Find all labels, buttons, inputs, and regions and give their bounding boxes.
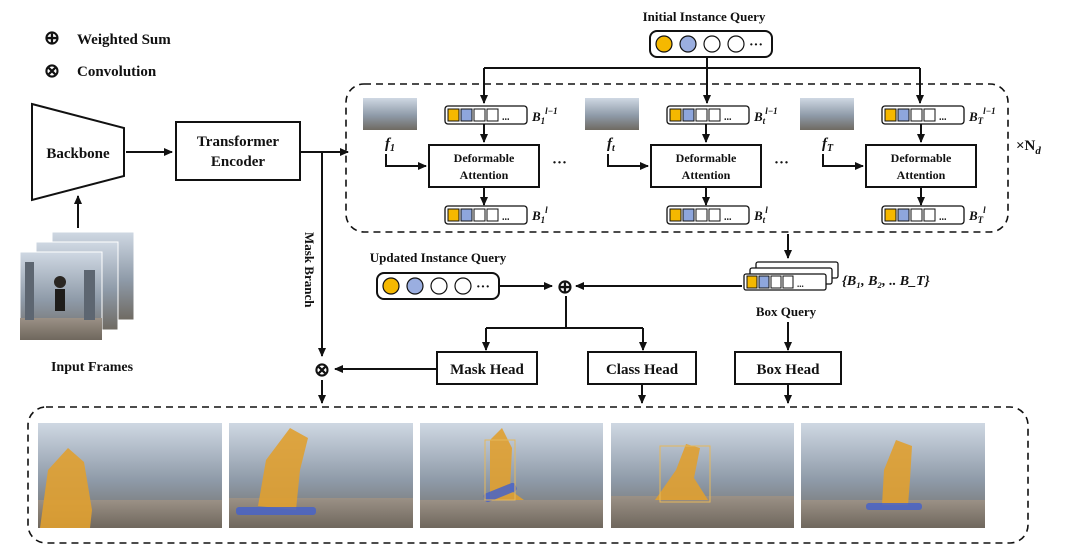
svg-text:Attention: Attention (682, 168, 731, 182)
output-frame-3 (420, 423, 603, 528)
transformer-encoder-block: Transformer Encoder (175, 121, 301, 181)
svg-text:BTl: BTl (968, 205, 986, 225)
ellipsis-between-columns-1: ··· (552, 155, 567, 171)
backbone-label: Backbone (46, 146, 110, 162)
transformer-encoder-line1: Transformer (197, 134, 280, 150)
decoder-layer-region (345, 83, 1009, 233)
repeat-label: ×Nd (1016, 138, 1041, 157)
svg-text:Deformable: Deformable (891, 151, 952, 165)
output-frame-5 (801, 423, 985, 528)
updated-query-label: Updated Instance Query (370, 250, 507, 265)
query-distribution-lines (480, 57, 924, 104)
class-head-label: Class Head (606, 362, 679, 378)
svg-text:f1: f1 (385, 136, 395, 154)
box-query-set-label: {B₁, B₂, .. B_T} (842, 274, 930, 289)
svg-text:...: ... (502, 112, 510, 123)
class-head-block: Class Head (587, 351, 697, 385)
svg-text:ft: ft (607, 136, 616, 154)
svg-text:Attention: Attention (460, 168, 509, 182)
convolution-icon: ⊗ (44, 61, 60, 82)
svg-text:fT: fT (822, 136, 834, 154)
output-frame-4 (611, 423, 794, 528)
svg-text:Btl: Btl (753, 205, 768, 225)
input-frames-stack (19, 231, 135, 341)
svg-text:...: ... (939, 212, 947, 223)
box-query-label: Box Query (756, 304, 817, 319)
svg-text:Btl−1: Btl−1 (753, 106, 778, 126)
svg-text:···: ··· (476, 280, 490, 295)
decoder-column-t: ... Btl−1 ft Deformable Attention ... Bt… (585, 98, 778, 225)
convolution-label: Convolution (77, 64, 157, 80)
svg-text:B1l−1: B1l−1 (531, 106, 558, 126)
legend: ⊕ Weighted Sum ⊗ Convolution (44, 28, 171, 82)
mask-branch-label: Mask Branch (302, 232, 317, 308)
output-frame-2 (229, 423, 413, 528)
decoder-column-1: ... B1l−1 f1 Deformable Attention ... B1… (363, 98, 558, 225)
svg-text:Deformable: Deformable (676, 151, 737, 165)
box-head-block: Box Head (734, 351, 842, 385)
convolution-node: ⊗ (314, 360, 330, 381)
initial-query-label: Initial Instance Query (643, 9, 766, 24)
svg-text:Attention: Attention (897, 168, 946, 182)
svg-text:...: ... (502, 212, 510, 223)
svg-text:...: ... (724, 212, 732, 223)
mask-head-label: Mask Head (450, 362, 524, 378)
svg-text:...: ... (724, 112, 732, 123)
decoder-column-T: ... BTl−1 fT Deformable Attention ... BT… (800, 98, 996, 225)
svg-text:BTl−1: BTl−1 (968, 106, 996, 126)
svg-text:B1l: B1l (531, 205, 548, 225)
transformer-encoder-line2: Encoder (211, 154, 266, 170)
backbone-block: Backbone (31, 102, 125, 202)
box-query-stack: ... (743, 261, 839, 291)
initial-instance-query: Initial Instance Query ··· (643, 9, 773, 58)
weighted-sum-label: Weighted Sum (77, 32, 171, 48)
updated-instance-query: ··· (376, 272, 500, 300)
svg-text:...: ... (939, 112, 947, 123)
ellipsis-between-columns-2: ··· (774, 155, 789, 171)
mask-head-block: Mask Head (436, 351, 538, 385)
svg-text:...: ... (797, 279, 804, 289)
encoder-output-lines (300, 148, 349, 357)
sum-to-heads-lines (482, 296, 792, 351)
box-head-label: Box Head (757, 362, 821, 378)
output-frame-1 (38, 423, 222, 528)
initial-query-ellipsis: ··· (749, 38, 763, 53)
weighted-sum-node: ⊕ (557, 277, 573, 298)
weighted-sum-icon: ⊕ (44, 28, 60, 49)
svg-text:Deformable: Deformable (454, 151, 515, 165)
output-frames-region (27, 406, 1029, 544)
input-frames-label: Input Frames (51, 360, 134, 375)
